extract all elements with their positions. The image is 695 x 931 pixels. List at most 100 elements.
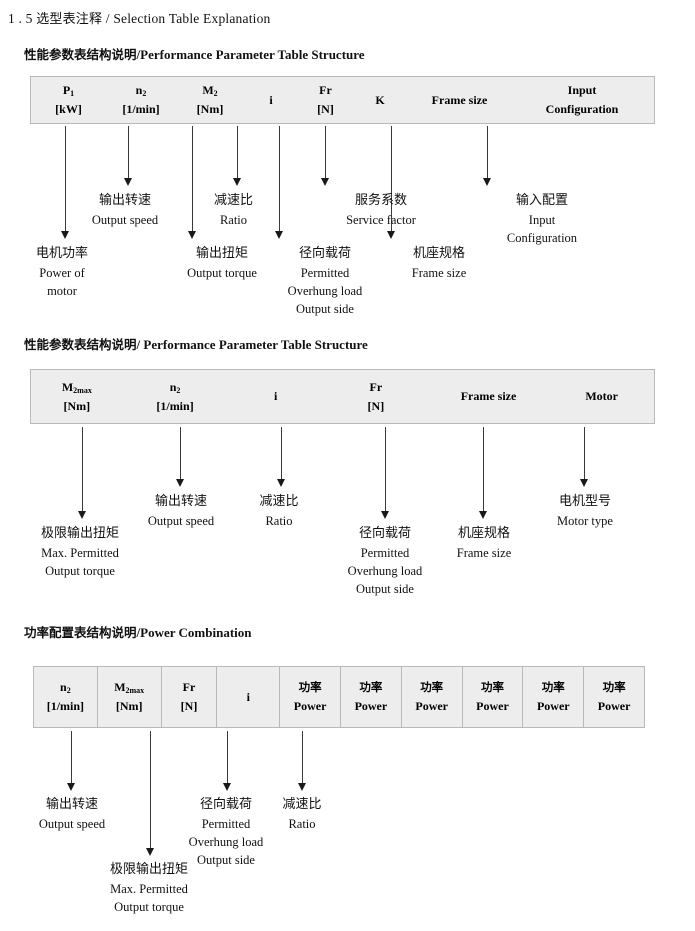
- label-input-configuration: 输入配置 Input Configuration: [487, 191, 597, 247]
- label-permitted-overhung-load-2-cn: 径向载荷: [358, 526, 411, 541]
- table1-col-m2-unit: [Nm]: [196, 102, 224, 117]
- label-max-permitted-output-torque-2-en2: Output torque: [45, 563, 115, 578]
- arrow-to-frame-size-2: [479, 427, 488, 519]
- power-combination-table: n2 [1/min] M2max [Nm] Fr [N] i 功率 Power …: [33, 666, 645, 728]
- table1-col-p1-unit: [kW]: [55, 102, 82, 117]
- label-output-speed-1: 输出转速 Output speed: [70, 191, 180, 229]
- label-permitted-overhung-load-2: 径向载荷 Permitted Overhung load Output side: [323, 524, 447, 598]
- table2-col-motor: Motor: [549, 370, 654, 423]
- table1-col-k: K: [353, 77, 407, 123]
- label-output-torque: 输出扭矩 Output torque: [166, 244, 278, 282]
- table3-col-n2: n2 [1/min]: [34, 667, 98, 727]
- label-max-permitted-output-torque-2: 极限输出扭矩 Max. Permitted Output torque: [21, 524, 139, 580]
- table3-col-power-6-cn: 功率: [602, 679, 626, 694]
- table1-col-m2-sub: 2: [213, 89, 218, 98]
- table1-col-input-configuration-line1: Input: [567, 83, 597, 98]
- label-permitted-overhung-load-3-en2: Overhung load: [188, 834, 264, 849]
- label-ratio-2: 减速比 Ratio: [244, 492, 314, 530]
- label-frame-size-1: 机座规格 Frame size: [391, 244, 487, 282]
- table1-col-n2: n2 [1/min]: [106, 77, 176, 123]
- table1-col-fr-unit: [N]: [317, 102, 334, 116]
- table2-col-n2-sub: 2: [176, 385, 181, 395]
- table1-col-p1-symbol: P1: [62, 83, 75, 98]
- label-power-of-motor-cn: 电机功率: [35, 246, 88, 261]
- table1-col-i-symbol: i: [269, 92, 273, 107]
- block3-heading-cn: 功率配置表结构说明: [24, 625, 137, 640]
- table1-col-frame-size-symbol: Frame size: [431, 92, 488, 107]
- label-service-factor-cn: 服务系数: [354, 193, 407, 208]
- label-frame-size-2-en1: Frame size: [456, 545, 512, 560]
- label-motor-type-cn: 电机型号: [558, 494, 611, 509]
- table1-col-n2-sub: 2: [142, 89, 147, 98]
- section-title-cn: 选型表注释: [36, 12, 103, 27]
- label-output-speed-3-cn: 输出转速: [45, 797, 98, 812]
- arrow-to-ratio: [233, 126, 242, 186]
- label-service-factor: 服务系数 Service factor: [325, 191, 437, 229]
- block1-heading-separator: /: [136, 47, 141, 62]
- section-number: 1 . 5: [8, 11, 33, 26]
- label-frame-size-2-cn: 机座规格: [457, 526, 510, 541]
- table2-col-m2max-sub: 2max: [73, 385, 92, 395]
- table3-col-n2-symbol: n2: [60, 680, 71, 695]
- label-power-of-motor: 电机功率 Power of motor: [16, 244, 108, 300]
- block3-heading-separator: /: [136, 625, 141, 640]
- label-output-speed-2-cn: 输出转速: [154, 494, 207, 509]
- table3-col-power-6-en: Power: [597, 698, 631, 713]
- label-permitted-overhung-load-2-en3: Output side: [356, 581, 414, 596]
- arrow-to-output-speed: [124, 126, 133, 186]
- arrow-to-power-of-motor: [61, 126, 70, 239]
- label-output-torque-cn: 输出扭矩: [195, 246, 248, 261]
- table1-col-m2: M2 [Nm]: [176, 77, 244, 123]
- table1-col-k-symbol: K: [375, 92, 385, 107]
- page-title: 1 . 5 选型表注释 / Selection Table Explanatio…: [8, 8, 271, 27]
- label-permitted-overhung-load-1-en1: Permitted: [300, 265, 350, 280]
- table3-col-power-5-en: Power: [536, 698, 570, 713]
- table2-col-n2-unit: [1/min]: [156, 398, 194, 413]
- table2-col-n2: n2 [1/min]: [123, 370, 228, 423]
- table3-col-i-symbol: i: [246, 689, 250, 704]
- table3-col-power-2: 功率 Power: [341, 667, 402, 727]
- table3-col-power-3-cn: 功率: [420, 679, 444, 694]
- label-permitted-overhung-load-2-en2: Overhung load: [347, 563, 423, 578]
- table1-col-fr-symbol: Fr: [319, 83, 332, 98]
- table2-col-motor-symbol: Motor: [585, 389, 618, 404]
- table3-col-power-5: 功率 Power: [523, 667, 585, 727]
- block2-heading-en: Performance Parameter Table Structure: [143, 337, 368, 352]
- label-permitted-overhung-load-3-cn: 径向载荷: [199, 797, 252, 812]
- label-ratio-3: 减速比 Ratio: [268, 795, 336, 833]
- table3-col-power-6: 功率 Power: [584, 667, 644, 727]
- label-input-configuration-en2: Configuration: [506, 230, 578, 245]
- table2-col-i: i: [227, 370, 324, 423]
- label-motor-type: 电机型号 Motor type: [535, 492, 635, 530]
- table3-col-n2-unit: [1/min]: [46, 699, 85, 714]
- arrow-to-permitted-overhung-load-2: [381, 427, 390, 519]
- table2-col-m2max-unit: [Nm]: [63, 398, 91, 413]
- table2-col-fr: Fr [N]: [324, 370, 428, 423]
- table2-col-m2max-symbol: M2max: [61, 379, 92, 395]
- table3-col-power-4: 功率 Power: [463, 667, 524, 727]
- arrow-to-frame-size: [387, 126, 396, 239]
- table3-col-power-1: 功率 Power: [280, 667, 341, 727]
- label-ratio-2-cn: 减速比: [259, 494, 299, 509]
- table3-col-power-2-en: Power: [354, 698, 388, 713]
- table1-col-p1-sub: 1: [70, 89, 75, 98]
- label-permitted-overhung-load-3-en3: Output side: [197, 852, 255, 867]
- table1-col-input-configuration: Input Configuration: [512, 77, 652, 123]
- block1-heading-cn: 性能参数表结构说明: [24, 47, 137, 62]
- label-permitted-overhung-load-2-en1: Permitted: [360, 545, 410, 560]
- performance-parameter-table-1: P1 [kW] n2 [1/min] M2 [Nm] i Fr [N] K Fr…: [30, 76, 655, 124]
- label-power-of-motor-en2: motor: [47, 283, 77, 298]
- label-frame-size-1-en1: Frame size: [411, 265, 467, 280]
- label-permitted-overhung-load-1: 径向载荷 Permitted Overhung load Output side: [263, 244, 387, 318]
- label-permitted-overhung-load-3-en1: Permitted: [201, 816, 251, 831]
- arrow-to-input-configuration: [483, 126, 492, 186]
- table3-col-power-1-en: Power: [293, 698, 327, 713]
- table1-col-input-configuration-line2: Configuration: [545, 102, 619, 116]
- label-max-permitted-output-torque-2-cn: 极限输出扭矩: [40, 526, 119, 541]
- table3-col-m2max: M2max [Nm]: [98, 667, 162, 727]
- arrow-to-output-speed-3: [67, 731, 76, 791]
- arrow-to-ratio-2: [277, 427, 286, 487]
- label-frame-size-1-cn: 机座规格: [412, 246, 465, 261]
- arrow-to-motor-type: [580, 427, 589, 487]
- section-title-separator: /: [105, 11, 110, 26]
